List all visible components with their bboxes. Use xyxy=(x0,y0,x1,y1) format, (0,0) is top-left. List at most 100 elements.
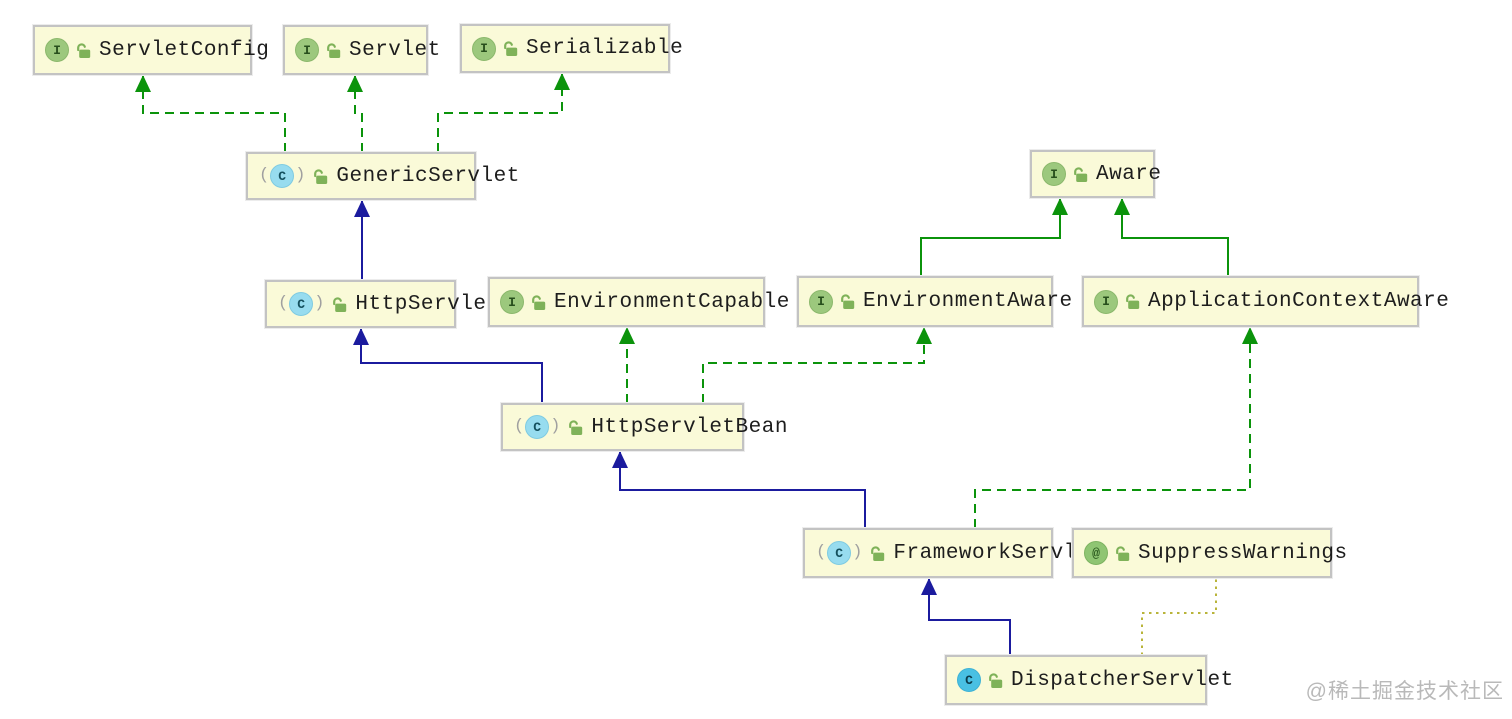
node-label: ApplicationContextAware xyxy=(1148,290,1450,313)
node-aware[interactable]: I Aware xyxy=(1030,150,1161,198)
node-environment-aware[interactable]: I EnvironmentAware xyxy=(797,276,1072,327)
kind-glyph: @ xyxy=(1084,541,1108,565)
node-http-servlet-bean[interactable]: (C) HttpServletBean xyxy=(501,403,787,451)
edge-http-servlet-bean--environment-capable xyxy=(619,327,635,403)
edge-application-context-aware--aware xyxy=(1114,198,1229,276)
node-generic-servlet[interactable]: (C) GenericServlet xyxy=(246,152,519,200)
arrowhead-generic-servlet--serializable xyxy=(554,73,570,90)
kind-glyph: I xyxy=(1094,289,1118,314)
kind-glyph: C xyxy=(270,164,295,188)
node-suppress-warnings[interactable]: @ SuppressWarnings xyxy=(1072,528,1347,578)
public-lock-icon xyxy=(502,40,519,57)
arrowhead-http-servlet-bean--environment-aware xyxy=(916,327,932,344)
kind-glyph: C xyxy=(827,541,852,565)
kind-glyph: I xyxy=(809,289,833,314)
interface-icon: I xyxy=(500,290,524,314)
edge-generic-servlet--servlet-config xyxy=(135,75,286,152)
arrowhead-generic-servlet--servlet xyxy=(347,75,363,92)
node-servlet-config[interactable]: I ServletConfig xyxy=(33,25,269,75)
annotation-icon: @ xyxy=(1084,541,1108,565)
abstract-paren-close: ) xyxy=(295,166,306,185)
node-label: HttpServletBean xyxy=(591,415,788,439)
abstract-class-icon: (C) xyxy=(815,541,863,565)
abstract-paren-close: ) xyxy=(550,417,561,436)
node-label: FrameworkServlet xyxy=(893,541,1104,565)
arrowhead-dispatcher-servlet--framework-servlet xyxy=(921,578,937,595)
node-framework-servlet[interactable]: (C) FrameworkServlet xyxy=(803,528,1103,578)
edge-framework-servlet--http-servlet-bean xyxy=(612,451,866,528)
kind-glyph: I xyxy=(1042,162,1066,186)
public-lock-icon xyxy=(839,293,856,310)
kind-glyph: C xyxy=(289,292,314,316)
public-lock-icon xyxy=(331,296,348,313)
arrowhead-environment-aware--aware xyxy=(1052,198,1068,215)
node-label: EnvironmentCapable xyxy=(554,290,790,314)
edge-generic-servlet--serializable xyxy=(437,73,570,152)
arrowhead-framework-servlet--http-servlet-bean xyxy=(612,451,628,468)
arrowhead-http-servlet--generic-servlet xyxy=(354,200,370,217)
node-label: Aware xyxy=(1096,162,1162,186)
edge-http-servlet-bean--environment-aware xyxy=(702,327,932,403)
abstract-paren-close: ) xyxy=(852,543,863,562)
class-icon: C xyxy=(957,668,981,692)
public-lock-icon xyxy=(1114,545,1131,562)
public-lock-icon xyxy=(987,672,1004,689)
abstract-class-icon: (C) xyxy=(258,164,306,188)
abstract-paren-close: ) xyxy=(314,294,325,313)
interface-icon: I xyxy=(1042,162,1066,186)
node-environment-capable[interactable]: I EnvironmentCapable xyxy=(488,277,789,327)
arrowhead-http-servlet-bean--http-servlet xyxy=(353,328,369,345)
public-lock-icon xyxy=(325,42,342,59)
interface-icon: I xyxy=(295,38,319,62)
node-serializable[interactable]: I Serializable xyxy=(460,24,683,73)
node-label: GenericServlet xyxy=(336,164,520,188)
interface-icon: I xyxy=(472,36,496,61)
edge-dispatcher-servlet--suppress-warnings xyxy=(1141,578,1217,655)
abstract-paren-open: ( xyxy=(514,417,525,436)
node-application-context-aware[interactable]: I ApplicationContextAware xyxy=(1082,276,1449,327)
public-lock-icon xyxy=(75,42,92,59)
kind-glyph: I xyxy=(45,38,69,62)
edge-http-servlet--generic-servlet xyxy=(354,200,370,280)
watermark: @稀土掘金技术社区 xyxy=(1305,680,1504,703)
node-servlet[interactable]: I Servlet xyxy=(283,25,440,75)
node-label: EnvironmentAware xyxy=(863,290,1073,313)
arrowhead-http-servlet-bean--environment-capable xyxy=(619,327,635,344)
edge-environment-aware--aware xyxy=(920,198,1068,276)
edge-framework-servlet--application-context-aware xyxy=(974,327,1258,528)
arrowhead-framework-servlet--application-context-aware xyxy=(1242,327,1258,344)
kind-glyph: I xyxy=(295,38,319,62)
arrowhead-generic-servlet--servlet-config xyxy=(135,75,151,92)
abstract-class-icon: (C) xyxy=(277,292,325,316)
node-http-servlet[interactable]: (C) HttpServlet xyxy=(265,280,499,328)
abstract-paren-open: ( xyxy=(278,294,289,313)
node-label: ServletConfig xyxy=(99,38,270,62)
node-dispatcher-servlet[interactable]: C DispatcherServlet xyxy=(945,655,1233,705)
edge-dispatcher-servlet--framework-servlet xyxy=(921,578,1011,655)
interface-icon: I xyxy=(809,289,833,314)
node-label: SuppressWarnings xyxy=(1138,541,1348,565)
kind-glyph: I xyxy=(472,36,496,61)
node-label: Servlet xyxy=(349,38,441,62)
kind-glyph: C xyxy=(525,415,550,439)
abstract-paren-open: ( xyxy=(816,543,827,562)
abstract-class-icon: (C) xyxy=(513,415,561,439)
public-lock-icon xyxy=(567,419,584,436)
kind-glyph: I xyxy=(500,290,524,314)
edge-http-servlet-bean--http-servlet xyxy=(353,328,543,403)
public-lock-icon xyxy=(1124,293,1141,310)
public-lock-icon xyxy=(1072,166,1089,183)
node-label: DispatcherServlet xyxy=(1011,668,1234,692)
interface-icon: I xyxy=(1094,289,1118,314)
public-lock-icon xyxy=(530,294,547,311)
public-lock-icon xyxy=(869,545,886,562)
interface-icon: I xyxy=(45,38,69,62)
kind-glyph: C xyxy=(957,668,981,692)
node-label: Serializable xyxy=(526,37,684,60)
public-lock-icon xyxy=(312,168,329,185)
abstract-paren-open: ( xyxy=(259,166,270,185)
node-label: HttpServlet xyxy=(355,292,500,316)
edge-generic-servlet--servlet xyxy=(347,75,363,152)
